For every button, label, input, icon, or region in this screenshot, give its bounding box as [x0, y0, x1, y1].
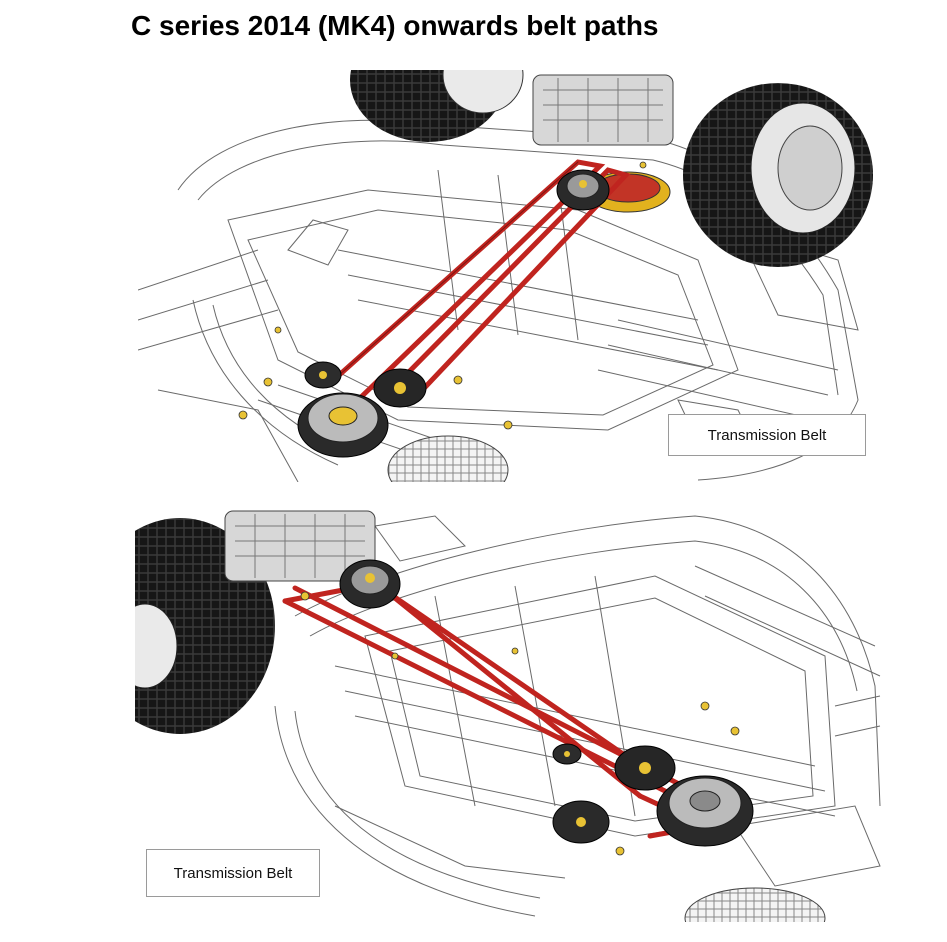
transaxle [224, 510, 376, 582]
belt-diagram-bottom [135, 506, 887, 922]
transaxle-pulley [556, 169, 610, 211]
rear-right-tyre [683, 83, 873, 267]
idler-pulley-left [304, 361, 342, 389]
front-tyre [387, 435, 509, 482]
idler-pulley-upper [614, 745, 676, 791]
transmission-belt-top [325, 159, 631, 403]
transmission-belt-bottom [282, 575, 714, 839]
transaxle [532, 74, 674, 146]
idler-pulley-small [552, 743, 582, 765]
fastener-markers [300, 591, 740, 856]
mower-deck-outline [138, 119, 859, 482]
idler-pulley-lower [552, 800, 610, 844]
engine-pulley [297, 392, 389, 458]
belt-diagram-top [138, 70, 880, 482]
front-tyre [684, 887, 826, 922]
transaxle-pulley [339, 559, 401, 609]
transmission-belt-label-top: Transmission Belt [668, 414, 866, 456]
belt-illustration-top [138, 70, 873, 482]
page-title: C series 2014 (MK4) onwards belt paths [131, 10, 659, 41]
fastener-markers [238, 161, 647, 430]
rear-left-tyre [350, 70, 524, 142]
transmission-belt-label-bottom: Transmission Belt [146, 849, 320, 897]
belt-illustration-bottom [135, 510, 881, 922]
engine-pulley [656, 775, 754, 847]
idler-pulley-right [373, 368, 427, 408]
